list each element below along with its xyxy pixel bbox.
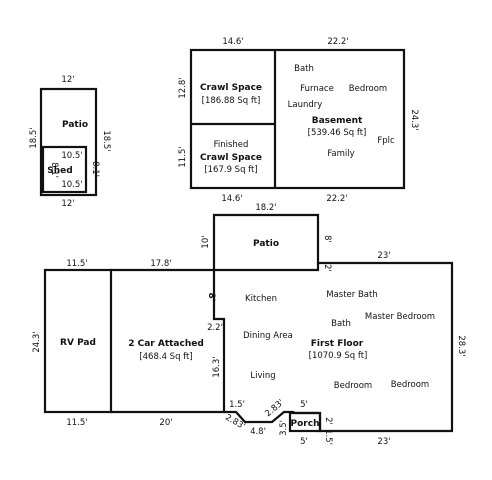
rv-pad-outline bbox=[43, 268, 113, 414]
shed-bottom-dim: 10.5' bbox=[61, 180, 82, 190]
basement-outline bbox=[189, 48, 406, 190]
main-patio-outline bbox=[212, 213, 320, 270]
main-patio-right-dim: 8' bbox=[322, 235, 332, 243]
house-left-8-dim: 8' bbox=[206, 292, 216, 301]
basement-room-laundry: Laundry bbox=[288, 100, 323, 110]
house-right-dim: 28.3' bbox=[456, 335, 466, 356]
dim-1-5: 1.5' bbox=[229, 400, 245, 410]
room-dining: Dining Area bbox=[243, 331, 293, 341]
porch-label: Porch bbox=[291, 419, 320, 429]
basement-left-top-dim: 12.8' bbox=[178, 77, 188, 98]
shed-outline bbox=[41, 145, 88, 194]
rv-bottom-dim: 11.5' bbox=[66, 418, 87, 428]
patio-outline bbox=[39, 87, 98, 197]
patio-left-dim: 18.5' bbox=[29, 127, 39, 148]
first-floor-label: First Floor bbox=[311, 339, 364, 349]
porch-top-dim: 5' bbox=[300, 400, 308, 410]
crawl-space-area: [186.88 Sq ft] bbox=[202, 96, 261, 106]
room-living: Living bbox=[250, 371, 275, 381]
room-bedroom-1: Bedroom bbox=[334, 381, 372, 391]
room-master-bedroom: Master Bedroom bbox=[365, 312, 435, 322]
garage-top-dim: 17.8' bbox=[150, 259, 171, 269]
porch-bottom-dim: 5' bbox=[300, 437, 308, 447]
patio-label: Patio bbox=[62, 120, 88, 130]
house-top-right-dim: 23' bbox=[377, 251, 390, 261]
patio-top-dim: 12' bbox=[61, 75, 74, 85]
house-bottom-right-dim: 23' bbox=[377, 437, 390, 447]
dim-2-83-a: 2.83' bbox=[223, 413, 246, 432]
rv-top-dim: 11.5' bbox=[66, 259, 87, 269]
main-patio-left-dim: 10' bbox=[201, 235, 211, 248]
finished-label: Finished bbox=[214, 140, 249, 150]
shed-left-dim: 8.1' bbox=[49, 162, 59, 178]
dim-2-83-b: 2.83' bbox=[263, 398, 286, 419]
finished-crawl-label: Crawl Space bbox=[200, 153, 262, 163]
basement-area: [539.46 Sq ft] bbox=[308, 128, 367, 138]
basement-left-bottom-dim: 11.5' bbox=[178, 146, 188, 167]
basement-room-furnace: Furnace bbox=[300, 84, 334, 94]
garage-label: 2 Car Attached bbox=[128, 339, 204, 349]
basement-top-left-dim: 14.6' bbox=[222, 37, 243, 47]
basement-room-family: Family bbox=[327, 149, 354, 159]
room-bedroom-2: Bedroom bbox=[391, 380, 429, 390]
patio-bottom-dim: 12' bbox=[61, 199, 74, 209]
dim-4-8: 4.8' bbox=[250, 427, 266, 437]
step-2-dim: 2' bbox=[322, 264, 332, 272]
porch-right-2-dim: 2' bbox=[323, 417, 333, 425]
finished-area: [167.9 Sq ft] bbox=[204, 165, 257, 175]
basement-room-bath: Bath bbox=[294, 64, 314, 74]
garage-bottom-dim: 20' bbox=[159, 418, 172, 428]
patio-right-dim: 18.5' bbox=[101, 130, 111, 151]
basement-bottom-left-dim: 14.6' bbox=[221, 194, 242, 204]
room-master-bath: Master Bath bbox=[326, 290, 378, 300]
crawl-space-label: Crawl Space bbox=[200, 83, 262, 93]
basement-bottom-right-dim: 22.2' bbox=[326, 194, 347, 204]
garage-area: [468.4 Sq ft] bbox=[139, 352, 192, 362]
basement-room-bedroom: Bedroom bbox=[349, 84, 387, 94]
main-patio-label: Patio bbox=[253, 239, 279, 249]
porch-right-1-5-dim: 1.5' bbox=[323, 429, 333, 445]
main-house-block: 18.2' 10' 8' Patio 11.5' 11.5' 24.3' RV … bbox=[32, 203, 466, 447]
basement-top-right-dim: 22.2' bbox=[327, 37, 348, 47]
garage-outline bbox=[111, 268, 226, 414]
basement-right-dim: 24.3' bbox=[409, 109, 419, 130]
shed-right-dim: 8.1' bbox=[90, 161, 100, 177]
basement-label: Basement bbox=[312, 116, 363, 126]
house-left-163-dim: 16.3' bbox=[212, 356, 222, 377]
house-left-22-dim: 2.2' bbox=[207, 323, 223, 333]
basement-block: 14.6' 22.2' 14.6' 22.2' 12.8' 11.5' 24.3… bbox=[178, 37, 419, 204]
shed-top-dim: 10.5' bbox=[61, 151, 82, 161]
rv-left-dim: 24.3' bbox=[32, 331, 42, 352]
shed-label: Shed bbox=[47, 166, 72, 176]
shed-patio-block: 12' 12' 18.5' 18.5' Patio 10.5' Shed 10.… bbox=[29, 75, 111, 209]
rv-pad-label: RV Pad bbox=[60, 338, 96, 348]
main-patio-top-dim: 18.2' bbox=[255, 203, 276, 213]
basement-room-fplc: Fplc bbox=[377, 136, 395, 146]
dim-3-5: 3.5' bbox=[279, 420, 289, 436]
room-bath: Bath bbox=[331, 319, 351, 329]
room-kitchen: Kitchen bbox=[245, 294, 277, 304]
first-floor-area: [1070.9 Sq ft] bbox=[309, 351, 368, 361]
